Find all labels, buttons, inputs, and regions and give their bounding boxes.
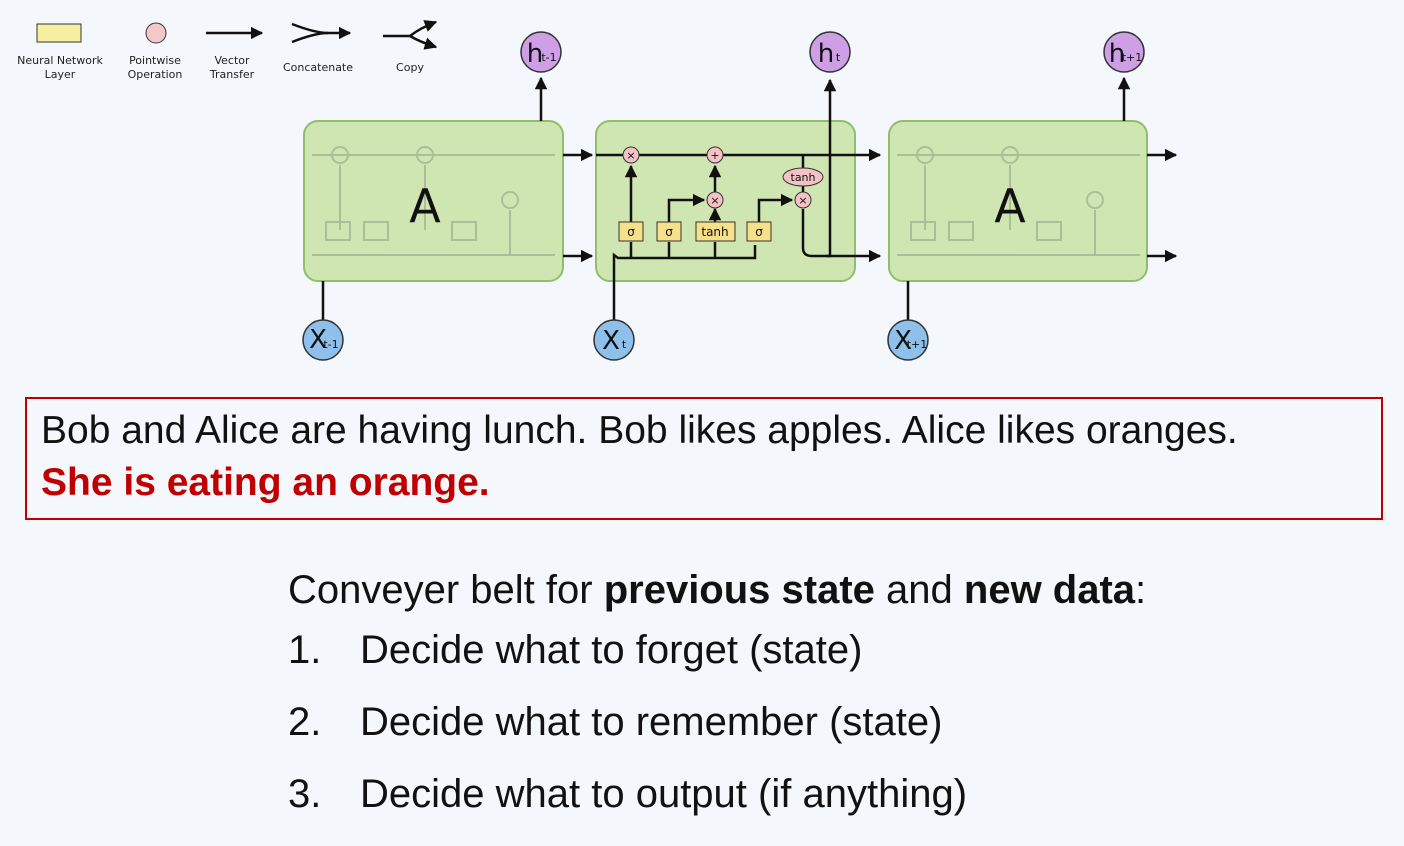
notes-prefix: Conveyer belt for [288,568,604,612]
example-emphasis: She is eating an orange. [41,461,490,504]
legend: Neural Network Layer Pointwise Operation… [17,20,438,81]
concatenate-arrow-icon [291,22,352,44]
svg-text:X: X [309,325,327,355]
output-subscript: t [836,51,841,64]
lstm-cell-next: A [888,120,1148,282]
output-node-t-minus-1: h t-1 [520,31,562,73]
add-op-label: + [710,149,719,162]
step-item: 1. Decide what to forget (state) [288,622,1388,694]
input-subscript: t-1 [323,338,338,351]
forget-gate-label: σ [627,225,635,239]
output-main: h [818,39,834,69]
legend-nn-line2: Layer [45,68,76,81]
legend-pointwise-line2: Operation [128,68,183,81]
legend-pointwise-line1: Pointwise [129,54,181,67]
input-multiply-op [706,191,724,209]
input-node-t-plus-1: X t+1 [887,319,929,361]
pointwise-operation-icon [145,22,167,44]
output-gate-label: σ [755,225,763,239]
step-text: Decide what to remember (state) [360,700,943,744]
step-item: 3. Decide what to output (if anything) [288,766,1388,838]
example-text: Bob and Alice are having lunch. Bob like… [41,405,1371,509]
cell-letter-next: A [994,179,1026,233]
input-subscript: t+1 [907,338,928,351]
notes-mid: and [874,568,964,612]
output-subscript: t+1 [1122,51,1143,64]
cell-letter-previous: A [409,179,441,233]
step-text: Decide what to output (if anything) [360,772,968,816]
example-box: Bob and Alice are having lunch. Bob like… [25,397,1383,520]
output-subscript: t-1 [541,51,556,64]
legend-concatenate: Concatenate [283,61,353,74]
notes-suffix: : [1135,568,1147,612]
lstm-diagram: Neural Network Layer Pointwise Operation… [17,20,1178,361]
legend-copy: Copy [396,61,424,74]
input-main: X [894,326,912,356]
step-number: 2. [288,700,322,744]
input-node-t: X t [593,319,635,361]
legend-nn-line1: Neural Network [17,54,103,67]
output-main: h [1109,39,1125,69]
forget-multiply-op [622,146,640,164]
output-main: h [527,39,543,69]
candidate-layer-label: tanh [701,225,728,239]
example-plain: Bob and Alice are having lunch. Bob like… [41,409,1238,452]
step-item: 2. Decide what to remember (state) [288,694,1388,766]
copy-arrow-icon [383,20,438,50]
forget-multiply-label: × [626,149,635,162]
output-node-t: h t [809,31,851,73]
legend-vector-line1: Vector [214,54,250,67]
output-gate-layer [746,221,772,242]
neural-network-layer-icon [36,23,82,43]
input-main: X [602,326,620,356]
legend-vector-line2: Transfer [209,68,255,81]
cell-connections [321,76,1178,322]
input-gate-layer [656,221,682,242]
tanh-op [782,167,824,187]
output-multiply-op [794,191,812,209]
input-multiply-label: × [710,194,719,207]
candidate-layer [695,221,736,242]
tanh-op-label: tanh [791,171,816,184]
step-text: Decide what to forget (state) [360,628,863,672]
output-node-t-plus-1: h t+1 [1103,31,1145,73]
input-gate-label: σ [665,225,673,239]
notes-intro: Conveyer belt for previous state and new… [288,562,1388,622]
lstm-cell-previous: A [303,120,564,282]
forget-gate-layer [618,221,644,242]
lstm-cell-current: × + × × tanh σ σ tanh σ [595,78,882,320]
notes-bold-previous-state: previous state [603,568,875,612]
notes-bold-new-data: new data [963,568,1136,612]
step-number: 1. [288,628,322,672]
step-number: 3. [288,772,322,816]
input-subscript: t [622,338,627,351]
add-op [706,146,724,164]
output-multiply-label: × [798,194,807,207]
notes: Conveyer belt for previous state and new… [288,562,1388,838]
input-node-t-minus-1: X t-1 [302,319,344,361]
